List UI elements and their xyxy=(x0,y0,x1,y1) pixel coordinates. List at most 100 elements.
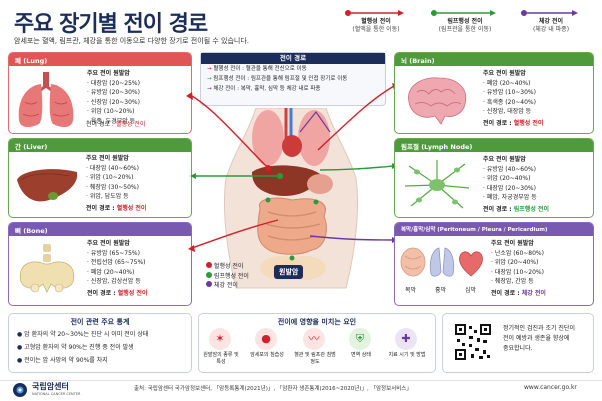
lymph-item: · 유방암 (40~60%) xyxy=(483,165,536,173)
qr-text-line: 정기적인 검진과 조기 진단이 xyxy=(503,325,575,332)
page-subtitle: 암세포는 혈액, 림프관, 체강을 통한 이동으로 다양한 장기로 전이될 수 … xyxy=(14,37,250,45)
liver-item: · 대장암 (40~60%) xyxy=(86,164,139,172)
liver-item: · 췌장암 (30~50%) xyxy=(86,183,139,191)
factor-label: 혈관 및 림프관 침범 정도 xyxy=(294,352,336,365)
legend-sub: (림프관을 통한 이동) xyxy=(438,26,492,33)
body-legend: 혈행성 전이 림프행성 전이 체강 전이 xyxy=(206,262,249,291)
peritoneum-item: · 췌장암, 간암 등 xyxy=(491,278,534,286)
bone-panel-title: 뼈 (Bone) xyxy=(9,223,191,236)
liver-item: · 위암, 담도암 등 xyxy=(86,193,129,201)
lymph-item: · 폐암, 자궁경부암 등 xyxy=(483,194,537,202)
factor-label: 원발암의 종류 및 특성 xyxy=(203,352,239,365)
brain-item: · 흑색종 (20~40%) xyxy=(483,98,536,106)
footer-logo-sub: NATIONAL CANCER CENTER xyxy=(32,392,81,396)
pleura-label: 흉막 xyxy=(435,287,447,294)
peritoneum-item: · 난소암 (60~80%) xyxy=(491,249,544,257)
legend-label: 체강 전이 xyxy=(538,18,564,25)
footer-url[interactable]: www.cancer.go.kr xyxy=(524,384,577,391)
brain-info: 주요 전이 원발암 · 폐암 (20~40%) · 유방암 (10~30%) ·… xyxy=(483,69,543,129)
bone-info-head: 주요 전이 원발암 xyxy=(87,240,130,247)
lung-item: · 위암 (10~20%) xyxy=(87,108,135,116)
bone-item: · 폐암 (20~40%) xyxy=(87,268,135,276)
lymph-panel-title: 림프절 (Lymph Node) xyxy=(395,139,593,152)
route-info-box: 전이 경로 → 혈행성 전이 : 혈관을 통해 전신으로 이동 → 림프행성 전… xyxy=(200,52,386,106)
stats-title: 전이 관련 주요 통계 xyxy=(70,318,130,326)
route-line-blood: → 혈행성 전이 : 혈관을 통해 전신으로 이동 xyxy=(207,66,307,72)
liver-route: 전이 경로 : 혈행성 전이 xyxy=(86,204,147,212)
qr-text: 정기적인 검진과 조기 진단이 전이 예방과 생존율 향상에 중요합니다. xyxy=(503,324,575,354)
route-info-title: 전이 경로 xyxy=(201,53,385,64)
route-line-lymph: → 림프행성 전이 : 림프관을 통해 림프절 및 인접 장기로 이동 xyxy=(207,76,348,82)
bone-info: 주요 전이 원발암 · 유방암 (65~75%) · 전립선암 (65~75%)… xyxy=(87,239,147,299)
stats-item: ● 암 환자의 약 20~30%는 진단 시 이미 전이 상태 xyxy=(17,331,149,338)
lymph-info: 주요 전이 원발암 · 유방암 (40~60%) · 위암 (20~40%) ·… xyxy=(483,155,549,215)
primary-cancer-badge: 원발암 xyxy=(274,265,304,279)
lymph-info-head: 주요 전이 원발암 xyxy=(483,156,526,163)
brain-route: 전이 경로 : 혈행성 전이 xyxy=(483,119,544,127)
factors-panel: 전이에 영향을 미치는 요인 ✶ ● 〰 ⛨ ✚ 원발암의 종류 및 특성 암세… xyxy=(198,313,436,373)
brain-item: · 유방암 (10~30%) xyxy=(483,89,536,97)
lymph-item: · 대장암 (20~30%) xyxy=(483,184,536,192)
qr-text-line: 중요합니다. xyxy=(503,345,533,352)
bone-panel: 뼈 (Bone) 주요 전이 원발암 · 유방암 (65~75%) · 전립선암… xyxy=(8,222,192,306)
red-arrow-icon xyxy=(345,10,404,16)
brain-item: · 신장암, 대장암 등 xyxy=(483,108,532,116)
liver-item: · 위암 (10~20%) xyxy=(86,174,134,182)
factor-label: 암세포의 침습성 xyxy=(250,352,284,358)
lung-item: · 대장암 (20~25%) xyxy=(87,79,140,87)
legend-sub: (체강 내 파종) xyxy=(532,26,570,33)
bone-item: · 신장암, 갑상선암 등 xyxy=(87,278,141,286)
peritoneum-panel: 복막/흉막/심막 (Peritoneum / Pleura / Pericard… xyxy=(394,222,594,306)
brain-item: · 폐암 (20~40%) xyxy=(483,79,531,87)
legend-sub: (혈액을 통한 이동) xyxy=(352,26,400,33)
qr-code-icon[interactable] xyxy=(453,322,493,362)
stats-panel: 전이 관련 주요 통계 ● 암 환자의 약 20~30%는 진단 시 이미 전이… xyxy=(8,313,192,373)
route-line-cavity: → 체강 전이 : 복막, 흉막, 심막 등 체강 내로 파종 xyxy=(207,86,321,92)
stats-list: ● 암 환자의 약 20~30%는 진단 시 이미 전이 상태 ● 고형암 환자… xyxy=(17,328,148,367)
peritoneum-route: 전이 경로 : 체강 전이 xyxy=(491,289,546,297)
liver-info-head: 주요 전이 원발암 xyxy=(86,155,129,162)
peritoneum-item: · 위암 (20~40%) xyxy=(491,259,539,267)
legend-cavity: 체강 전이 (체강 내 파종) xyxy=(516,8,586,38)
factor-label: 치료 시기 및 방법 xyxy=(388,352,426,358)
lymph-node-icon xyxy=(404,160,470,209)
green-arrow-icon xyxy=(431,10,496,16)
cell-icon: ● xyxy=(255,328,277,350)
peritoneum-info-head: 주요 전이 원발암 xyxy=(491,240,534,247)
purple-arrow-icon xyxy=(521,10,578,16)
cavity-organs-icon xyxy=(400,247,483,277)
qr-text-line: 전이 예방과 생존율 향상에 xyxy=(503,335,570,342)
pelvis-icon xyxy=(19,244,75,293)
stats-item: ● 고형암 환자의 약 90%는 진행 중 전이 발생 xyxy=(17,344,134,351)
peritoneum-info: 주요 전이 원발암 · 난소암 (60~80%) · 위암 (20~40%) ·… xyxy=(491,239,546,299)
legend-label: 혈행성 전이 xyxy=(361,18,391,25)
footer-source: 출처: 국립암센터 국가암정보센터, 「암등록통계(2021년)」, 「암환자 … xyxy=(134,386,412,392)
bone-item: · 유방암 (65~75%) xyxy=(87,249,140,257)
stats-item: ● 전이는 암 사망의 약 90%를 차지 xyxy=(17,357,108,364)
lung-panel: 폐 (Lung) 주요 전이 원발암 · 대장암 (20~25%) · 유방암 … xyxy=(8,52,192,134)
lung-item: · 유방암 (20~30%) xyxy=(87,89,140,97)
pericardium-label: 심막 xyxy=(465,287,477,294)
shield-icon: ⛨ xyxy=(349,328,371,350)
qr-panel: 정기적인 검진과 조기 진단이 전이 예방과 생존율 향상에 중요합니다. xyxy=(442,313,594,373)
legend-blood: 혈행성 전이 (혈액을 통한 이동) xyxy=(340,8,412,38)
lymph-panel: 림프절 (Lymph Node) 주요 전이 원발암 · 유방암 (40~60%… xyxy=(394,138,594,218)
peritoneum-item: · 대장암 (10~20%) xyxy=(491,268,544,276)
lymph-route: 전이 경로 : 림프행성 전이 xyxy=(483,205,549,213)
page-title: 주요 장기별 전이 경로 xyxy=(14,12,208,37)
footer xyxy=(0,380,602,401)
brain-panel-title: 뇌 (Brain) xyxy=(395,53,593,66)
lung-icon xyxy=(18,72,74,128)
liver-info: 주요 전이 원발암 · 대장암 (40~60%) · 위암 (10~20%) ·… xyxy=(86,154,146,214)
liver-icon xyxy=(17,169,78,202)
footer-logo-text: 국립암센터 xyxy=(32,382,69,391)
peritoneum-panel-title: 복막/흉막/심막 (Peritoneum / Pleura / Pericard… xyxy=(395,223,593,236)
legend-label: 림프행성 전이 xyxy=(447,18,483,25)
dna-icon: ✶ xyxy=(209,328,231,350)
factor-label: 면역 상태 xyxy=(351,352,371,358)
lung-info-head: 주요 전이 원발암 xyxy=(87,70,130,77)
lung-panel-title: 폐 (Lung) xyxy=(9,53,191,66)
factors-title: 전이에 영향을 미치는 요인 xyxy=(277,318,357,326)
brain-info-head: 주요 전이 원발암 xyxy=(483,70,526,77)
lymph-item: · 위암 (20~40%) xyxy=(483,175,531,183)
